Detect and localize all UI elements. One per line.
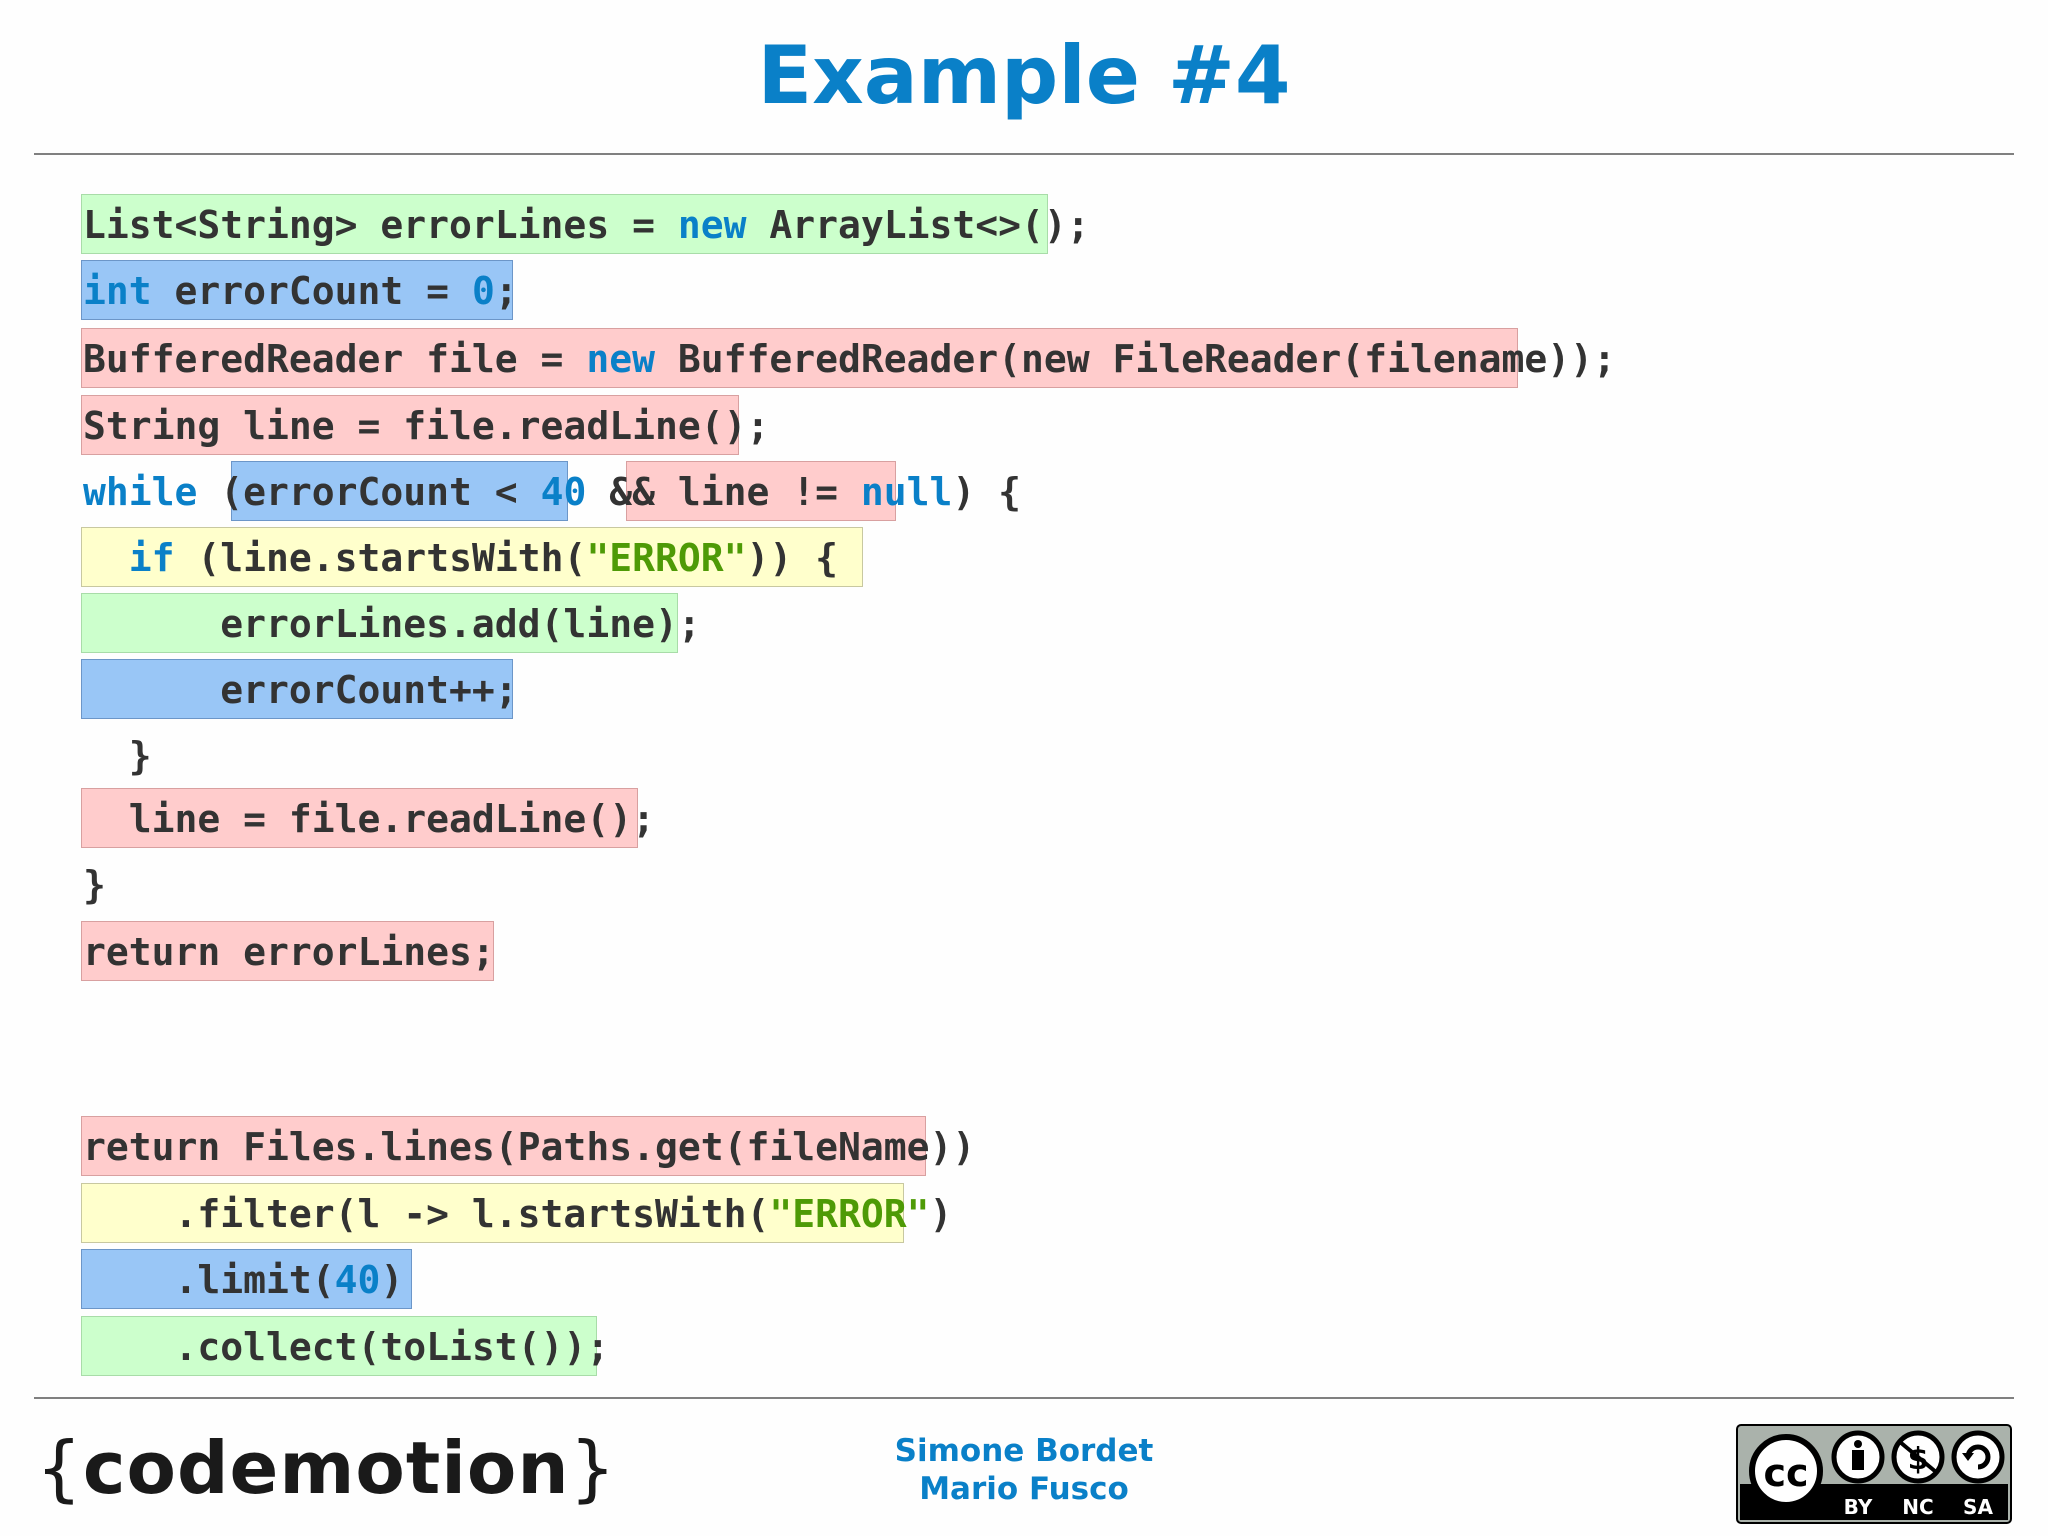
highlight-stream-source	[81, 1116, 926, 1176]
code-line-12: return errorLines;	[83, 930, 495, 974]
highlight-limit-counter	[81, 260, 513, 320]
authors: Simone Bordet Mario Fusco	[0, 1432, 2048, 1508]
code-line-10: line = file.readLine();	[83, 797, 655, 841]
code-line-11: }	[83, 863, 106, 907]
highlight-null-condition	[626, 461, 896, 521]
highlight-return	[81, 921, 494, 981]
highlight-reader-creation	[81, 328, 1518, 388]
license-sa-label: SA	[1963, 1495, 1993, 1519]
highlight-next-readline	[81, 788, 638, 848]
code-line-8: errorCount++;	[83, 668, 518, 712]
codemotion-logo: {codemotion}	[36, 1426, 617, 1510]
stream-line-4: .collect(toList());	[83, 1325, 610, 1369]
author-name: Simone Bordet	[894, 1433, 1154, 1469]
highlight-filter-condition	[81, 527, 863, 587]
highlight-stream-filter	[81, 1183, 904, 1243]
code-line-9: }	[83, 734, 152, 778]
cc-icon: cc	[1749, 1434, 1823, 1508]
highlight-increment-counter	[81, 659, 513, 719]
stream-line-1: return Files.lines(Paths.get(fileName))	[83, 1125, 976, 1169]
header-divider	[34, 153, 2014, 155]
license-by-label: BY	[1844, 1495, 1873, 1519]
slide-title: Example #4	[757, 29, 1291, 122]
highlight-stream-limit	[81, 1249, 412, 1309]
noncommercial-icon: $	[1891, 1430, 1945, 1484]
code-line-3: BufferedReader file = new BufferedReader…	[83, 337, 1616, 381]
code-line-7: errorLines.add(line);	[83, 602, 701, 646]
code-line-5: while (errorCount < 40 && line != null) …	[83, 470, 1022, 514]
code-line-1: List<String> errorLines = new ArrayList<…	[83, 203, 1090, 247]
stream-line-2: .filter(l -> l.startsWith("ERROR")	[83, 1192, 953, 1236]
highlight-collect-declaration	[81, 194, 1048, 254]
highlight-first-readline	[81, 395, 739, 455]
svg-text:cc: cc	[1763, 1451, 1808, 1495]
sharealike-icon	[1951, 1430, 2005, 1484]
stream-line-3: .limit(40)	[83, 1258, 404, 1302]
cc-license-badge: cc $ BY NC SA	[1736, 1424, 2012, 1528]
author-name: Mario Fusco	[919, 1471, 1129, 1507]
code-line-4: String line = file.readLine();	[83, 404, 770, 448]
attribution-icon	[1831, 1430, 1885, 1484]
license-nc-label: NC	[1902, 1495, 1933, 1519]
highlight-limit-condition	[231, 461, 568, 521]
code-line-2: int errorCount = 0;	[83, 269, 518, 313]
highlight-stream-collect	[81, 1316, 597, 1376]
highlight-add-element	[81, 593, 678, 653]
footer-divider	[34, 1397, 2014, 1399]
code-line-6: if (line.startsWith("ERROR")) {	[128, 536, 839, 580]
